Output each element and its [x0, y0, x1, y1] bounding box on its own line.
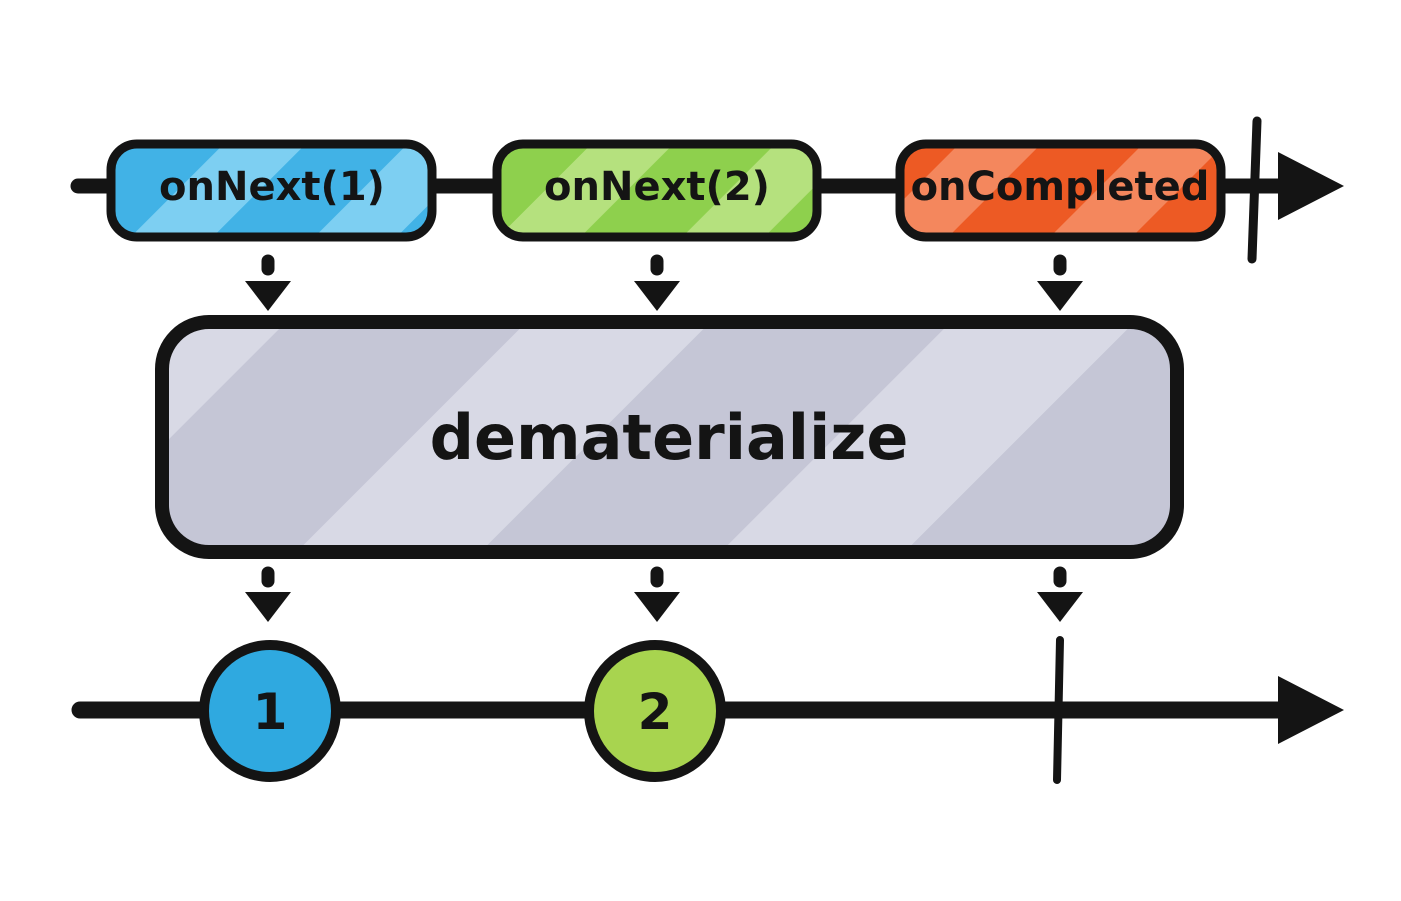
source-completion-tick [1247, 116, 1262, 264]
marble-2-label: 2 [638, 683, 673, 741]
operator-label: dematerialize [430, 401, 909, 474]
down-arrow-icon [1037, 566, 1083, 622]
output-timeline: 1 2 [71, 636, 1344, 784]
operator-box: dematerialize [155, 315, 1184, 559]
onnext2-pill [492, 139, 822, 242]
output-event-1: 1 [199, 640, 341, 782]
down-arrow-icon [245, 254, 291, 311]
operator-rect [155, 315, 1184, 559]
down-arrow-icon [634, 254, 680, 311]
output-completion-tick [1053, 636, 1064, 784]
source-event-oncompleted: onCompleted [895, 139, 1226, 242]
marble-1 [199, 640, 341, 782]
output-timeline-arrowhead-icon [1278, 676, 1344, 744]
onnext1-label: onNext(1) [159, 164, 385, 210]
output-event-2: 2 [584, 640, 726, 782]
oncompleted-label: onCompleted [911, 164, 1210, 210]
down-arrow-icon [245, 566, 291, 622]
output-arrows [245, 566, 1083, 622]
oncompleted-pill [895, 139, 1226, 242]
source-timeline: onNext(1) onNext(2) onCompleted [70, 116, 1344, 264]
down-arrow-icon [634, 566, 680, 622]
onnext1-pill [106, 139, 437, 242]
source-event-onnext1: onNext(1) [106, 139, 437, 242]
source-timeline-arrowhead-icon [1278, 152, 1344, 220]
marble-1-label: 1 [253, 683, 288, 741]
marble-2 [584, 640, 726, 782]
source-event-onnext2: onNext(2) [492, 139, 822, 242]
onnext2-label: onNext(2) [544, 164, 770, 210]
down-arrow-icon [1037, 254, 1083, 311]
input-arrows [245, 254, 1083, 311]
